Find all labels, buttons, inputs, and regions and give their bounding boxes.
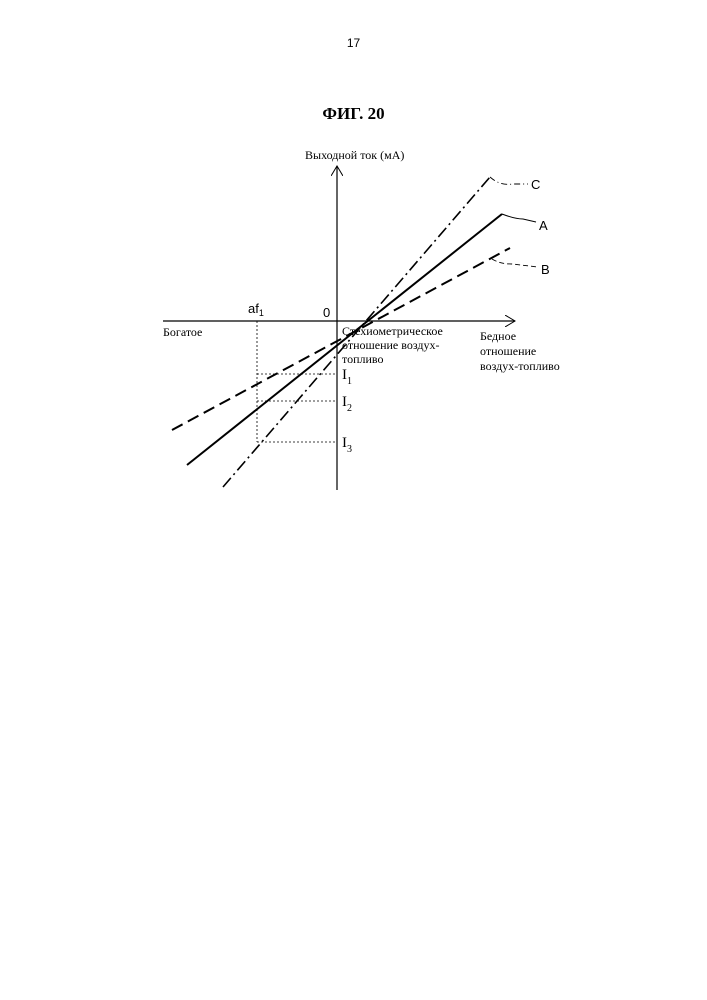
stoich-label-line-3: топливо: [342, 352, 384, 366]
stoich-label-line-2: отношение воздух-: [342, 338, 439, 352]
af1-label: af1: [248, 301, 264, 318]
line-b: [172, 248, 510, 430]
i3-label: I3: [342, 435, 352, 455]
line-a-label: A: [539, 218, 548, 233]
line-c-label: C: [531, 177, 540, 192]
leader-c: [490, 177, 528, 184]
lean-label-line-3: воздух-топливо: [480, 359, 560, 373]
line-b-label: B: [541, 262, 550, 277]
leader-a: [502, 214, 536, 222]
i1-label-subscript: 1: [347, 376, 352, 387]
i3-label-subscript: 3: [347, 444, 352, 455]
leader-b: [492, 259, 538, 267]
y-axis-label: Выходной ток (мА): [305, 148, 404, 162]
af1-label-subscript: 1: [259, 308, 264, 318]
lean-label-line-2: отношение: [480, 344, 536, 358]
i1-label: I1: [342, 367, 352, 387]
af1-label-main: af: [248, 301, 259, 316]
stoich-label-line-1: Стехиометрическое: [342, 324, 443, 338]
i2-label-subscript: 2: [347, 403, 352, 414]
origin-label: 0: [323, 305, 330, 320]
lean-label: Бедное отношение воздух-топливо: [480, 329, 560, 373]
rich-label: Богатое: [163, 325, 202, 339]
stoich-label: Стехиометрическое отношение воздух- топл…: [342, 324, 446, 366]
lean-label-line-1: Бедное: [480, 329, 516, 343]
i2-label: I2: [342, 394, 352, 414]
